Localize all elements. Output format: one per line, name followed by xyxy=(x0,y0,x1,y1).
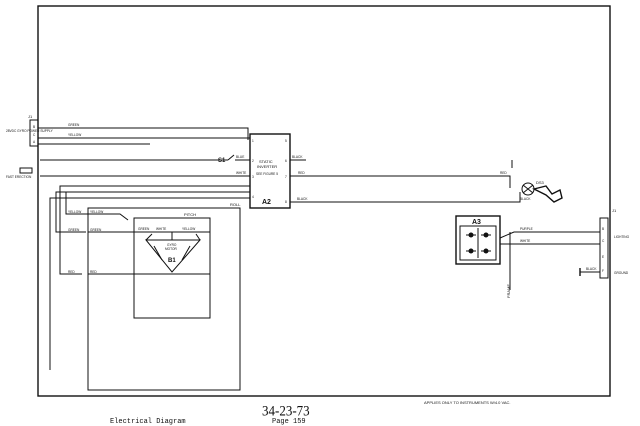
lighting-label: LIGHTING xyxy=(614,235,630,239)
connector-j1-left: J1 B C A 28VDC GYRO POWER SUPPLY xyxy=(6,114,54,147)
a2-pin-2: 2 xyxy=(252,159,254,163)
j1-right-pin-b: B xyxy=(602,227,604,231)
connector-j1-right-ref: J1 xyxy=(612,208,617,213)
j1-right-pin-e: E xyxy=(602,255,604,259)
wire-label-yellow-left: YELLOW xyxy=(68,210,81,214)
roll-label: ROLL xyxy=(230,202,241,207)
pitch-wire-green: GREEN xyxy=(138,227,150,231)
a2-pin-6: 6 xyxy=(285,159,287,163)
a2-part: SEE FIGURE 5 xyxy=(256,172,278,176)
a2-pin-3: 3 xyxy=(252,175,254,179)
ground-label: GROUND xyxy=(614,271,629,275)
roll-wire-red: RED xyxy=(90,270,97,274)
power-wires: GREEN YELLOW xyxy=(38,123,250,145)
a2-pin-8: 8 xyxy=(285,200,287,204)
roll-wire-yellow: YELLOW xyxy=(90,210,103,214)
figure-caption: Electrical Diagram xyxy=(110,418,186,426)
wire-label-white-a3: WHITE xyxy=(520,239,530,243)
ds3-ref: DS3 xyxy=(536,180,545,185)
roll-wire-green: GREEN xyxy=(90,228,102,232)
j1-left-pin-a: A xyxy=(33,140,36,144)
a2-pin-7: 7 xyxy=(285,175,287,179)
pitch-assembly: PITCH GREEN WHITE YELLOW xyxy=(133,212,211,319)
wire-label-green-left: GREEN xyxy=(68,228,80,232)
gyro-motor-b1: GYRO MOTOR B1 xyxy=(144,233,202,273)
wire-label-red-right: RED xyxy=(500,171,507,175)
connector-j1-left-ref: J1 xyxy=(28,114,33,119)
gyro-label-2: MOTOR xyxy=(165,247,178,251)
wire-label-black-ds3: BLACK xyxy=(520,197,531,201)
wire-label-green: GREEN xyxy=(68,123,80,127)
fast-erection-label: FAST ERECTION xyxy=(6,175,32,179)
page-number: Page 159 xyxy=(272,418,306,426)
switch-s1-ref: S1 xyxy=(218,158,226,164)
wire-label-blue: BLUE xyxy=(236,155,244,159)
a2-title-line1: STATIC xyxy=(259,159,273,164)
a2-pin-5: 5 xyxy=(285,139,287,143)
a2-title-line2: INVERTER xyxy=(257,164,277,169)
j1-left-pin-b: B xyxy=(33,125,35,129)
fast-erection: FAST ERECTION xyxy=(6,167,33,179)
wire-label-black-a2: BLACK xyxy=(292,155,303,159)
pitch-label: PITCH xyxy=(184,212,196,217)
wire-label-yellow: YELLOW xyxy=(68,133,81,137)
a2-output-wires: BLACK RED RED BLACK BLACK xyxy=(290,155,531,203)
wire-label-red-left: RED xyxy=(68,270,75,274)
a3-output-wires: PURPLE WHITE FRAME BLACK xyxy=(499,227,600,298)
diagram-border xyxy=(37,5,611,397)
j1-right-pin-c: C xyxy=(602,239,605,243)
a2-ref: A2 xyxy=(262,199,271,206)
b1-ref: B1 xyxy=(168,258,176,264)
a2-pin-1: 1 xyxy=(252,139,254,143)
wire-label-black-ground: BLACK xyxy=(586,267,597,271)
pitch-wire-yellow: YELLOW xyxy=(182,227,195,231)
j1-left-label: 28VDC GYRO POWER SUPPLY xyxy=(6,129,54,133)
j1-left-pin-c: C xyxy=(33,133,36,137)
gyro-feed-wires: YELLOW GREEN RED xyxy=(49,185,250,370)
frame-label: FRAME xyxy=(506,284,511,298)
lamp-ds3: DS3 xyxy=(521,180,563,203)
j1-right-pin-f: F xyxy=(602,269,604,273)
wire-label-red-a2: RED xyxy=(298,171,305,175)
pitch-wire-white: WHITE xyxy=(156,227,166,231)
gyro-label-1: GYRO xyxy=(167,243,177,247)
applies-note: APPLIES ONLY TO INSTRUMENTS W/4.0 VAC. xyxy=(424,400,511,405)
static-inverter-a2: STATIC INVERTER SEE FIGURE 5 A2 1 2 3 4 … xyxy=(249,133,291,209)
switch-s1: S1 BLUE WHITE xyxy=(40,154,250,177)
wire-label-black-right: BLACK xyxy=(297,197,308,201)
module-a3: A3 xyxy=(455,215,501,265)
wire-label-white-s1: WHITE xyxy=(236,171,246,175)
a2-pin-4: 4 xyxy=(252,195,254,199)
a3-ref: A3 xyxy=(472,219,481,226)
wire-label-purple: PURPLE xyxy=(520,227,533,231)
document-number: 34-23-73 xyxy=(262,401,310,420)
connector-j1-right: J1 B C E F LIGHTING GROUND xyxy=(599,208,630,279)
